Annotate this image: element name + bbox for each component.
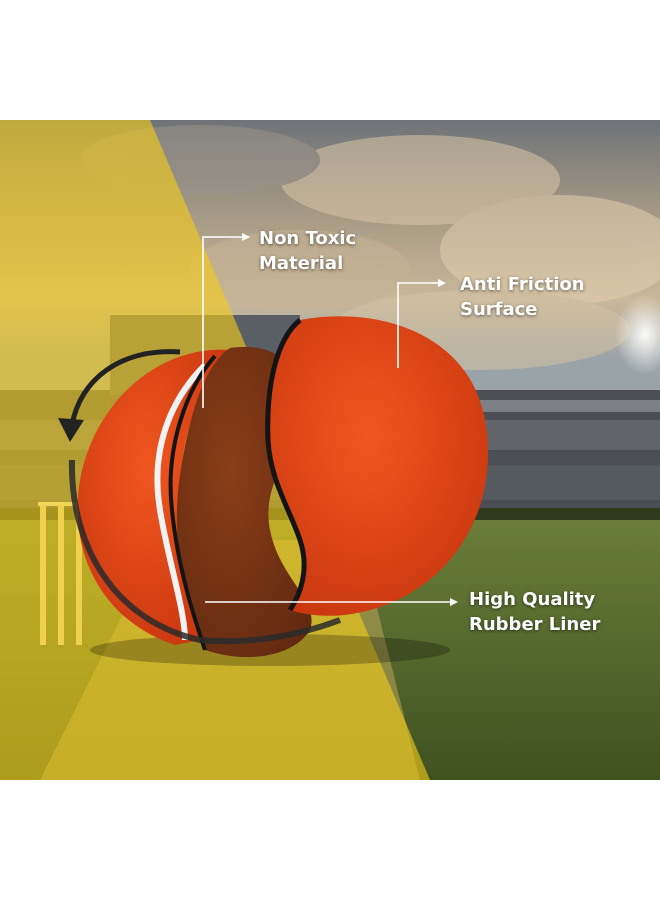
leader-non-toxic bbox=[202, 236, 242, 408]
callout-non-toxic-line1: Non Toxic bbox=[259, 228, 357, 249]
rotation-swoosh bbox=[68, 459, 342, 645]
seam-outline bbox=[168, 354, 217, 651]
callout-anti-friction-surface: Anti Friction Surface bbox=[460, 272, 585, 322]
product-scene bbox=[0, 120, 660, 780]
leader-anti-friction bbox=[397, 282, 438, 368]
cricket-ball bbox=[58, 316, 489, 658]
callout-anti-friction-line1: Anti Friction bbox=[460, 274, 585, 295]
rotation-arrow-icon bbox=[69, 349, 181, 426]
ball-left-shell bbox=[77, 349, 231, 645]
callout-rubber-liner: High Quality Rubber Liner bbox=[469, 587, 600, 637]
ball-seam bbox=[154, 362, 208, 641]
ball-right-edge bbox=[265, 318, 307, 612]
callout-non-toxic-line2: Material bbox=[259, 253, 344, 274]
rotation-arrow-head bbox=[58, 418, 84, 442]
floodlight bbox=[615, 295, 660, 375]
scene-illustration bbox=[0, 120, 660, 780]
callout-non-toxic-material: Non Toxic Material bbox=[259, 226, 356, 276]
ball-right-shell bbox=[267, 316, 489, 616]
callout-anti-friction-line2: Surface bbox=[460, 299, 538, 320]
callout-rubber-liner-line1: High Quality bbox=[469, 589, 596, 610]
callout-leaders bbox=[202, 233, 458, 606]
callout-rubber-liner-line2: Rubber Liner bbox=[469, 614, 601, 635]
